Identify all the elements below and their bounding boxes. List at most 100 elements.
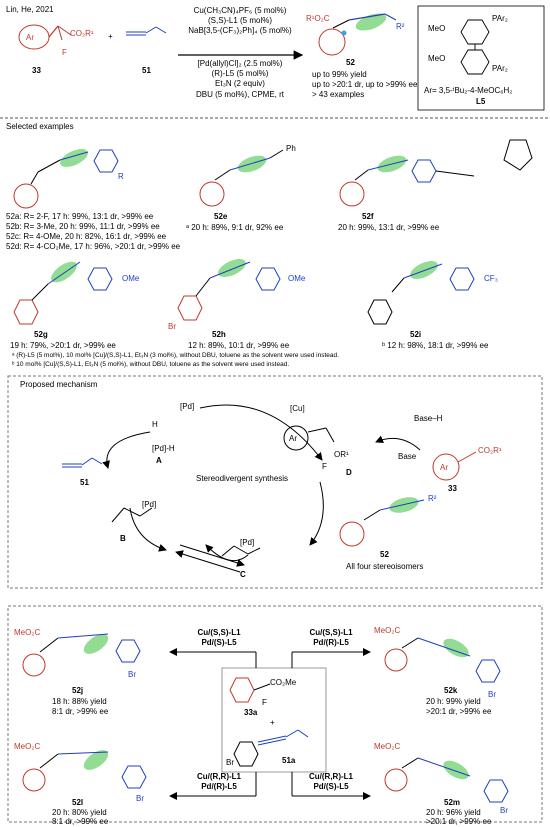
pd-ligand-52k: Pd/(R)-L5	[313, 638, 349, 647]
condition-4: [Pd(allyl)Cl]₂ (2.5 mol%)	[197, 59, 283, 68]
structure-52j	[22, 633, 141, 677]
mech-d-ar: Ar	[289, 434, 297, 443]
plus-sign: +	[108, 32, 113, 41]
product-52-label: 52	[346, 58, 355, 67]
pd-on-B: [Pd]	[142, 500, 157, 509]
result-yield: up to 99% yield	[312, 70, 367, 79]
mech-52-r2: R²	[428, 494, 437, 503]
reaction-conditions-top: Cu(CH₃CN)₄PF₆ (5 mol%) (S,S)-L1 (5 mol%)…	[180, 6, 300, 37]
condition-to-52k: Cu/(S,S)-L1 Pd/(R)-L5	[298, 628, 364, 648]
example-52b: 52b: R= 3-Me, 20 h: 99%, 11:1 dr, >99% e…	[6, 222, 160, 231]
center-substrate-box	[221, 667, 327, 773]
h-plus: H	[152, 420, 158, 429]
reaction-conditions-bottom: [Pd(allyl)Cl]₂ (2.5 mol%) (R)-L5 (5 mol%…	[180, 59, 300, 100]
pd-ligand-52m: Pd/(S)-L5	[313, 782, 349, 791]
compound-51-label: 51	[142, 66, 151, 75]
ester-label: CO₂R¹	[70, 29, 94, 38]
selected-heading: Selected examples	[6, 122, 74, 131]
cu-ligand-52k: Cu/(S,S)-L1	[309, 628, 353, 637]
structure-33a	[229, 677, 271, 703]
label-52f: 52f	[362, 212, 374, 221]
ester-52m: MeO₂C	[374, 742, 401, 751]
mechanism-substrate-33	[432, 451, 477, 481]
fluoro-label: F	[62, 48, 67, 57]
condition-1: Cu(CH₃CN)₄PF₆ (5 mol%)	[193, 6, 287, 15]
mechanism-box	[7, 375, 543, 589]
condition-to-52l: Cu/(R,R)-L1 Pd/(R)-L5	[186, 772, 252, 792]
r-substituent: R	[118, 172, 124, 181]
base-label: Base	[398, 452, 417, 461]
br-52k: Br	[488, 690, 496, 699]
ligand-meo-2: MeO	[428, 54, 446, 63]
structure-52l	[22, 750, 147, 792]
result-52e: ᵃ 20 h: 89%, 9:1 dr, 92% ee	[186, 223, 284, 232]
mechanism-arrow-top	[199, 404, 323, 461]
cu-ligand-52m: Cu/(R,R)-L1	[309, 772, 353, 781]
label-C: C	[240, 570, 246, 579]
base-arrow	[375, 435, 421, 451]
mechanism-arrow-left	[102, 431, 151, 469]
example-52a: 52a: R= 2-F, 17 h: 99%, 13:1 dr, >99% ee	[6, 212, 154, 221]
label-52j: 52j	[72, 686, 84, 695]
substrate-33	[18, 24, 72, 50]
result-selectivity: up to >20:1 dr, up to >99% ee	[312, 80, 418, 89]
structure-52i	[367, 261, 475, 325]
intermediate-B	[111, 507, 153, 523]
enyne-51	[126, 26, 167, 36]
52k-selectivity: >20:1 dr, >99% ee	[426, 707, 492, 716]
52l-yield: 20 h: 80% yield	[52, 808, 107, 817]
52j-yield: 18 h: 88% yield	[52, 697, 107, 706]
52j-selectivity: 8:1 dr, >99% ee	[52, 707, 109, 716]
mechanism-center-text: Stereodivergent synthesis	[196, 474, 289, 483]
divergent-box	[7, 605, 543, 823]
label-52m: 52m	[444, 798, 461, 807]
structure-52f	[339, 139, 533, 207]
structure-52g	[13, 261, 113, 325]
structure-52m	[384, 757, 509, 803]
ligand-name: L5	[476, 97, 486, 106]
structure-52a-d	[13, 149, 119, 209]
condition-2: (S,S)-L1 (5 mol%)	[207, 16, 272, 26]
label-52g: 52g	[34, 330, 48, 339]
condition-7: DBU (5 mol%), CPME, rt	[195, 89, 284, 99]
label-B: B	[120, 534, 126, 543]
pd-ligand-52l: Pd/(R)-L5	[201, 782, 237, 791]
mech-33-ester: CO₂R¹	[478, 446, 502, 455]
ligand-meo-1: MeO	[428, 24, 446, 33]
product-ester: R¹O₂C	[306, 14, 330, 23]
ome-52g: OMe	[122, 274, 140, 283]
pd-on-C: [Pd]	[240, 538, 255, 547]
ph-label: Ph	[286, 144, 296, 153]
mech-33-ar: Ar	[440, 463, 448, 472]
co2me-33a: CO₂Me	[270, 678, 297, 687]
52m-selectivity: >20:1 dr, >99% ee	[426, 817, 492, 826]
ester-52k: MeO₂C	[374, 626, 401, 635]
label-52h: 52h	[212, 330, 226, 339]
ar-label: Ar	[26, 33, 34, 42]
footnote-b: ᵇ 10 mol% [Cu]/(S,S)-L1, Et₃N (5 mol%), …	[12, 361, 290, 368]
citation: Lin, He, 2021	[6, 5, 54, 14]
label-52k: 52k	[444, 686, 458, 695]
center-plus: +	[270, 718, 275, 727]
br-51a: Br	[226, 758, 234, 767]
header-results: up to 99% yield up to >20:1 dr, up to >9…	[312, 70, 417, 100]
cu-label: [Cu]	[290, 404, 305, 413]
product-52-header	[318, 13, 397, 56]
ome-52h: OMe	[288, 274, 306, 283]
result-examples: > 43 examples	[312, 90, 365, 99]
mechanism-enyne-51	[62, 457, 103, 468]
base-h: Base–H	[414, 414, 443, 423]
label-A: A	[156, 456, 162, 465]
result-52f: 20 h: 99%, 13:1 dr, >99% ee	[338, 223, 440, 232]
br-52l: Br	[136, 794, 144, 803]
br-52j: Br	[128, 670, 136, 679]
cu-ligand-52l: Cu/(R,R)-L1	[197, 772, 241, 781]
structure-52k	[384, 637, 501, 683]
compound-33-label: 33	[32, 66, 41, 75]
cu-ligand-52j: Cu/(S,S)-L1	[197, 628, 241, 637]
f-33a: F	[262, 698, 267, 707]
52k-yield: 20 h: 99% yield	[426, 697, 481, 706]
product-r2: R²	[396, 22, 405, 31]
cf3-52i: CF₃	[484, 274, 498, 283]
